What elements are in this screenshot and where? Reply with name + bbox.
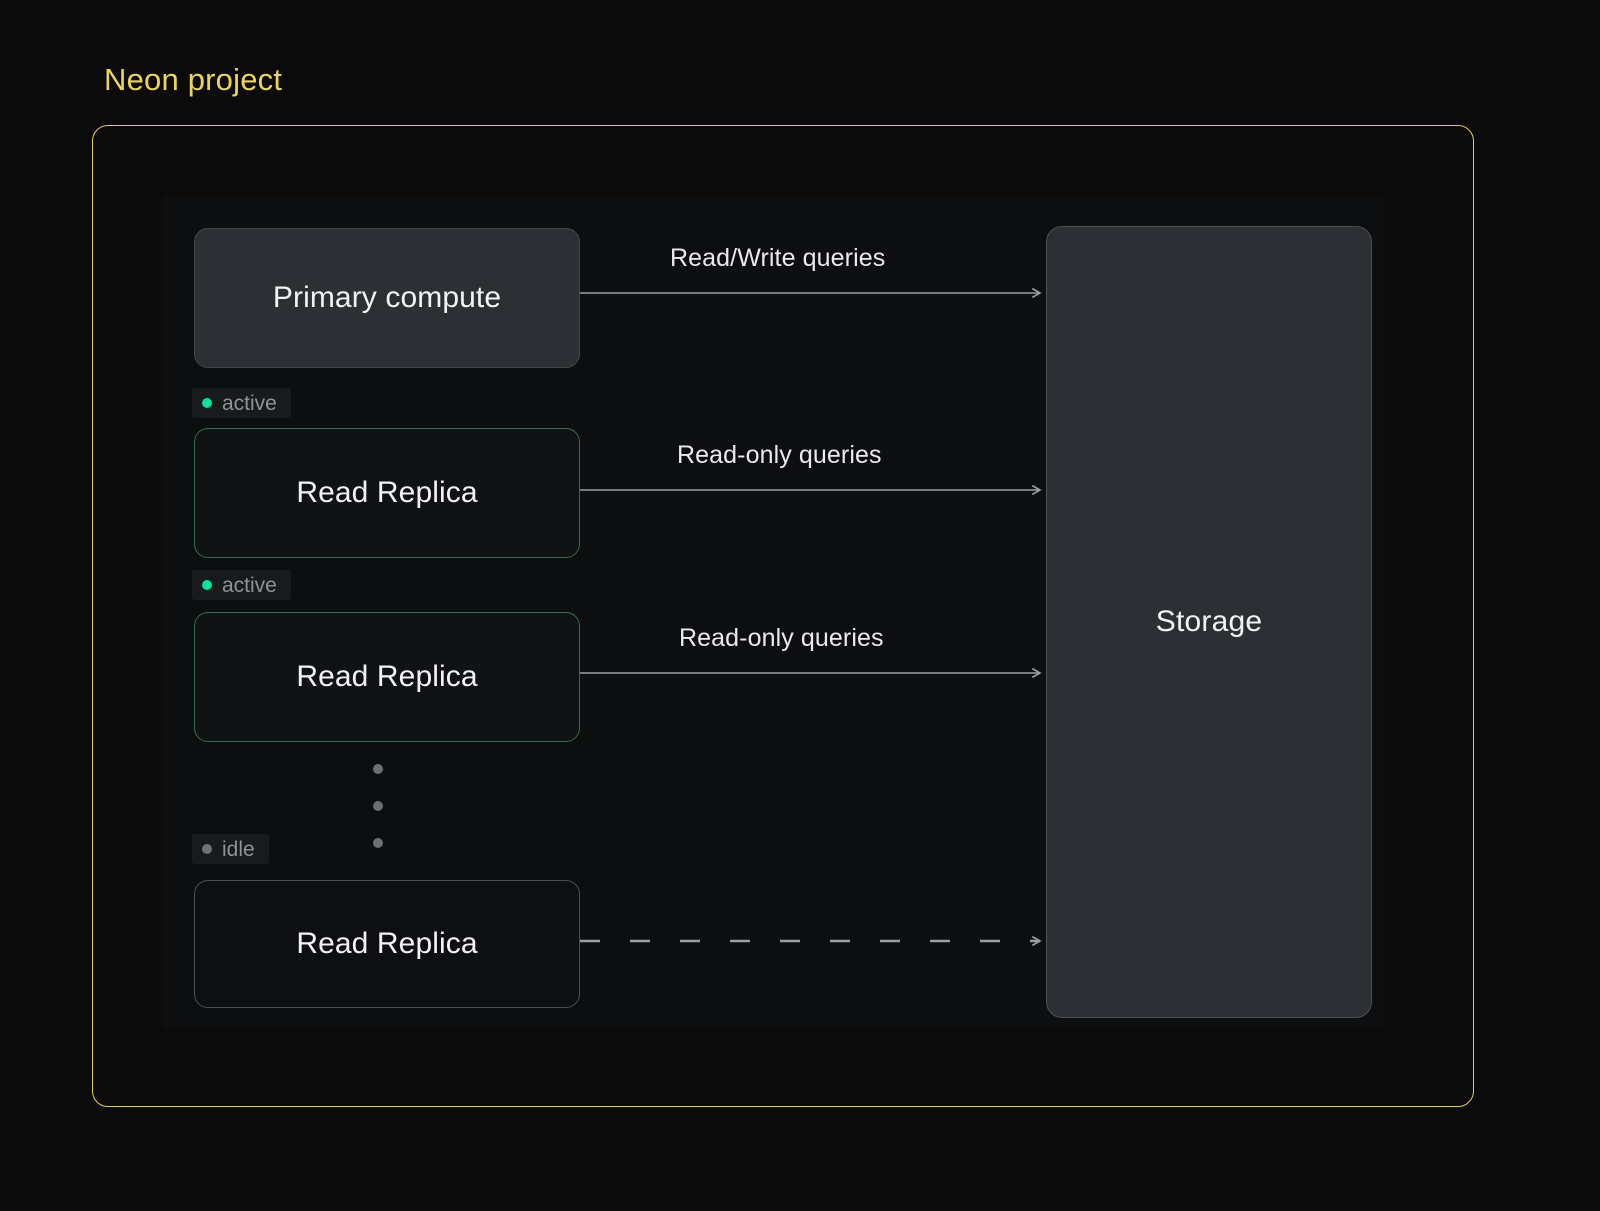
ellipsis-dot xyxy=(373,801,383,811)
vertical-ellipsis-icon xyxy=(373,764,383,848)
node-storage[interactable]: Storage xyxy=(1046,226,1372,1018)
status-badge-label: idle xyxy=(222,837,255,861)
node-read-replica-1-label: Read Replica xyxy=(296,476,478,509)
node-primary-compute-label: Primary compute xyxy=(272,281,502,314)
page-title: Neon project xyxy=(104,62,283,97)
status-badge-replica-2: active xyxy=(192,570,291,600)
status-badge-replica-3: idle xyxy=(192,834,269,864)
edge-label-read-only-2: Read-only queries xyxy=(679,624,884,652)
status-badge-label: active xyxy=(222,391,277,415)
edge-label-read-only-1: Read-only queries xyxy=(677,441,882,469)
status-dot-icon xyxy=(202,398,212,408)
node-read-replica-1[interactable]: Read Replica xyxy=(194,428,580,558)
node-read-replica-2-label: Read Replica xyxy=(296,660,478,693)
node-read-replica-2[interactable]: Read Replica xyxy=(194,612,580,742)
status-badge-label: active xyxy=(222,573,277,597)
status-dot-icon xyxy=(202,844,212,854)
node-read-replica-3-label: Read Replica xyxy=(296,927,478,960)
node-storage-label: Storage xyxy=(1155,605,1263,638)
node-read-replica-3[interactable]: Read Replica xyxy=(194,880,580,1008)
node-primary-compute[interactable]: Primary compute xyxy=(194,228,580,368)
project-boundary-frame xyxy=(92,125,1474,1107)
ellipsis-dot xyxy=(373,838,383,848)
status-dot-icon xyxy=(202,580,212,590)
ellipsis-dot xyxy=(373,764,383,774)
status-badge-replica-1: active xyxy=(192,388,291,418)
edge-label-read-write: Read/Write queries xyxy=(670,244,886,272)
